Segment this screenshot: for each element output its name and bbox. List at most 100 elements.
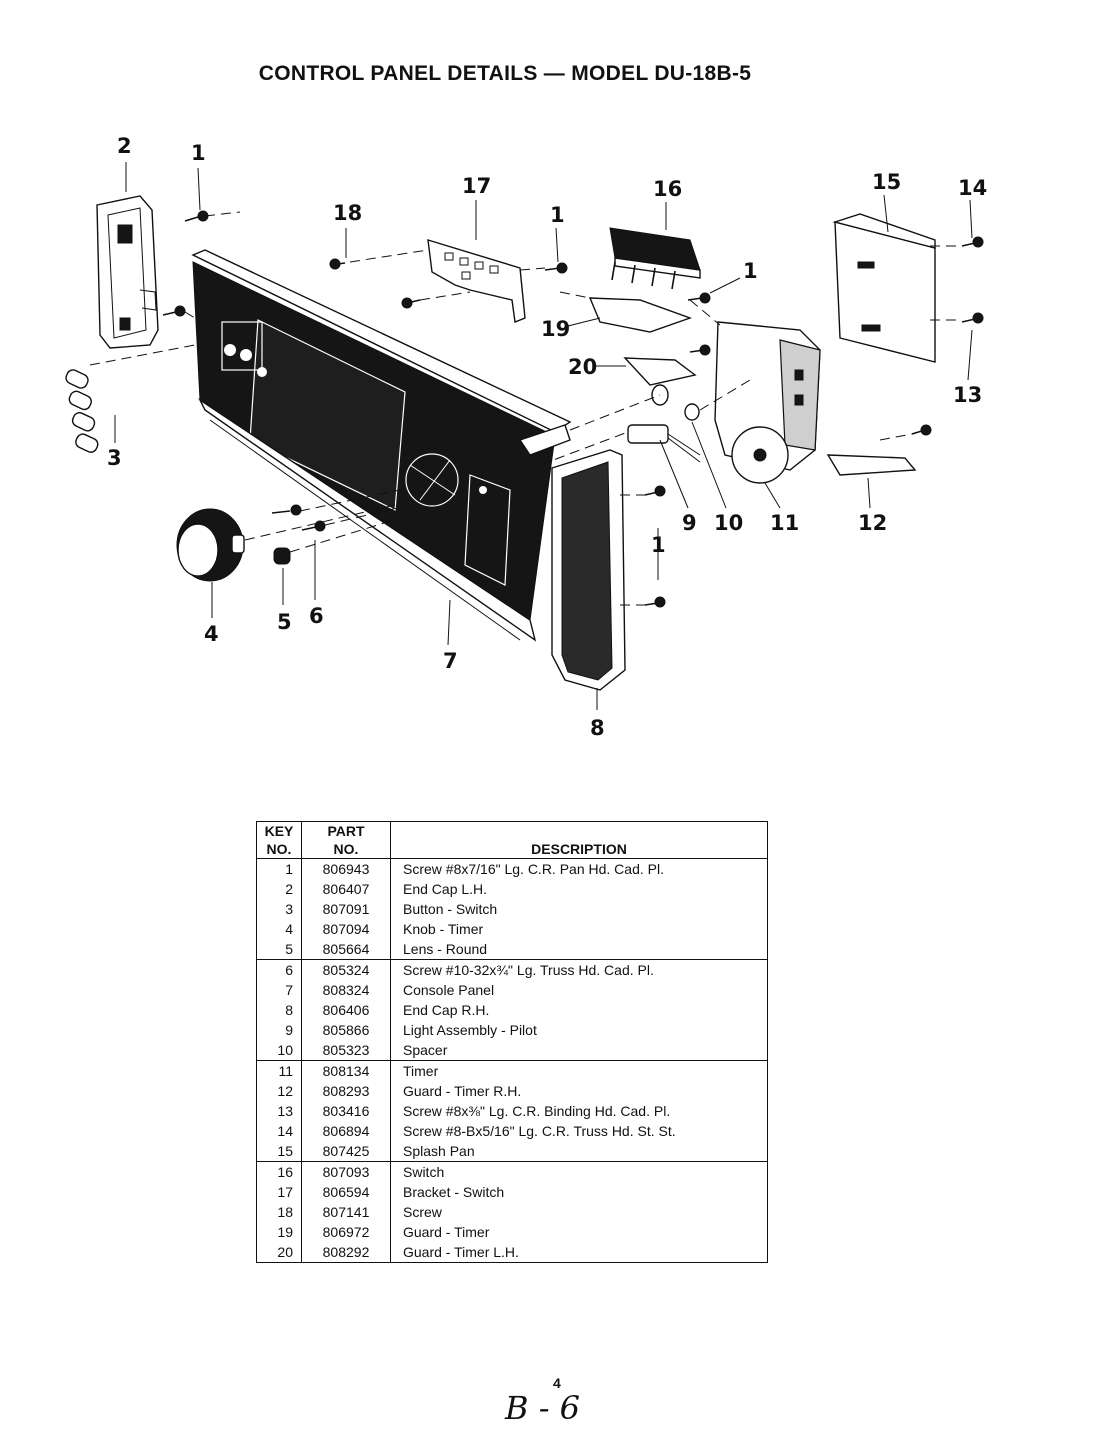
cell-part-no: 805664 (301, 939, 391, 960)
cell-part-no: 803416 (301, 1101, 391, 1121)
callout-13: 13 (953, 383, 982, 407)
cell-part-no: 807141 (301, 1202, 391, 1222)
header-key-no: KEY NO. (256, 821, 302, 859)
cell-key-no: 8 (256, 1000, 302, 1020)
cell-description: End Cap L.H. (390, 879, 768, 899)
header-part-line2: NO. (333, 841, 359, 857)
callout-14: 14 (958, 176, 987, 200)
cell-description: Knob - Timer (390, 919, 768, 939)
cell-part-no: 808134 (301, 1060, 391, 1081)
callout-6: 6 (309, 604, 324, 628)
cell-part-no: 805323 (301, 1040, 391, 1061)
cell-description: Splash Pan (390, 1141, 768, 1162)
cell-part-no: 807094 (301, 919, 391, 939)
cell-part-no: 807425 (301, 1141, 391, 1162)
cell-key-no: 11 (256, 1060, 302, 1081)
cell-key-no: 2 (256, 879, 302, 899)
callout-9: 9 (682, 511, 697, 535)
callout-20: 20 (568, 355, 597, 379)
cell-key-no: 6 (256, 959, 302, 980)
cell-key-no: 7 (256, 980, 302, 1000)
cell-part-no: 805324 (301, 959, 391, 980)
cell-key-no: 9 (256, 1020, 302, 1040)
cell-description: Switch (390, 1161, 768, 1182)
callout-5: 5 (277, 610, 292, 634)
cell-key-no: 3 (256, 899, 302, 919)
header-key-line2: NO. (266, 841, 292, 857)
cell-key-no: 20 (256, 1242, 302, 1263)
cell-key-no: 17 (256, 1182, 302, 1202)
callout-1: 1 (550, 203, 565, 227)
cell-description: End Cap R.H. (390, 1000, 768, 1020)
timer-guard-rh-part (826, 454, 917, 476)
switch-bracket-part (427, 239, 526, 323)
cell-key-no: 14 (256, 1121, 302, 1141)
handwritten-page-number: 4 B - 6 (505, 1375, 625, 1435)
cell-part-no: 806943 (301, 858, 391, 879)
cell-part-no: 807091 (301, 899, 391, 919)
cell-part-no: 806972 (301, 1222, 391, 1242)
cell-part-no: 808293 (301, 1081, 391, 1101)
console-panel-part (191, 249, 572, 642)
cell-key-no: 13 (256, 1101, 302, 1121)
cell-part-no: 808324 (301, 980, 391, 1000)
callout-12: 12 (858, 511, 887, 535)
timer-part (714, 321, 821, 484)
callout-19: 19 (541, 317, 570, 341)
callout-1: 1 (651, 533, 666, 557)
cell-key-no: 4 (256, 919, 302, 939)
callout-4: 4 (204, 622, 219, 646)
callout-7: 7 (443, 649, 458, 673)
callout-2: 2 (117, 134, 132, 158)
cell-description: Guard - Timer (390, 1222, 768, 1242)
cell-description: Light Assembly - Pilot (390, 1020, 768, 1040)
end-cap-rh-part (551, 449, 626, 691)
cell-part-no: 806406 (301, 1000, 391, 1020)
page-note-main: B - 6 (505, 1389, 581, 1427)
cell-key-no: 19 (256, 1222, 302, 1242)
cell-part-no: 805866 (301, 1020, 391, 1040)
callout-8: 8 (590, 716, 605, 740)
leader-lines (114, 162, 973, 710)
cell-description: Timer (390, 1060, 768, 1081)
cell-description: Screw #8x⅜" Lg. C.R. Binding Hd. Cad. Pl… (390, 1101, 768, 1121)
cell-key-no: 5 (256, 939, 302, 960)
header-part-line1: PART (327, 823, 365, 839)
cell-part-no: 806407 (301, 879, 391, 899)
cell-description: Screw (390, 1202, 768, 1222)
page-note-superscript: 4 (553, 1375, 561, 1391)
timer-guard-lh-part (623, 357, 697, 386)
switch-buttons-part (65, 369, 99, 453)
switch-part (609, 227, 701, 290)
end-cap-lh-part (96, 195, 159, 349)
callout-18: 18 (333, 201, 362, 225)
header-part-no: PART NO. (301, 821, 391, 859)
cell-description: Screw #8-Bx5/16" Lg. C.R. Truss Hd. St. … (390, 1121, 768, 1141)
cell-key-no: 15 (256, 1141, 302, 1162)
cell-part-no: 807093 (301, 1161, 391, 1182)
callout-17: 17 (462, 174, 491, 198)
cell-key-no: 12 (256, 1081, 302, 1101)
cell-part-no: 806894 (301, 1121, 391, 1141)
exploded-parts-diagram: 2 1 17 16 15 14 18 1 1 19 20 13 3 9 10 1… (65, 134, 987, 740)
cell-description: Screw #10-32x¾" Lg. Truss Hd. Cad. Pl. (390, 959, 768, 980)
page-title: CONTROL PANEL DETAILS — MODEL DU-18B-5 (258, 62, 752, 85)
callout-3: 3 (107, 446, 122, 470)
cell-description: Guard - Timer L.H. (390, 1242, 768, 1263)
cell-description: Bracket - Switch (390, 1182, 768, 1202)
